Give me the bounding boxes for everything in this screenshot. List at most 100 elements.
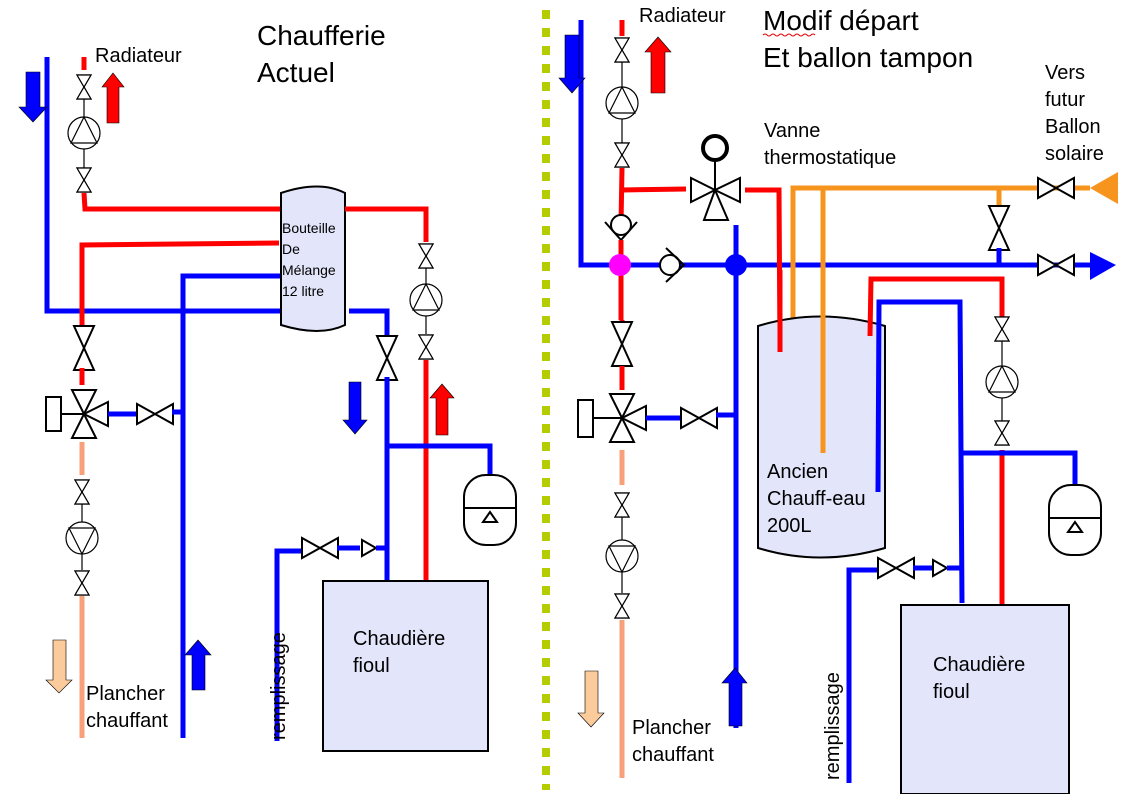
mixing-bottle-label-2: De [282,241,300,257]
right-fill-valve[interactable] [877,557,915,579]
left-radiator-valve-top[interactable] [76,74,92,100]
left-floor-down-arrow [45,639,73,694]
right-check-valve-horizontal [659,247,686,283]
left-three-way-valve[interactable] [45,389,109,439]
right-floor-pump[interactable] [605,539,639,573]
left-radiator-pump[interactable] [67,116,101,150]
left-boiler-label-1: Chaudière [353,628,445,650]
mixing-bottle [280,185,346,332]
right-fill-pipe [846,567,878,783]
left-boiler-up-arrow [429,383,455,436]
right-boiler-hot-pipe [867,276,1005,337]
right-title-line1: Modif départ [763,5,919,36]
solar-bypass-valve[interactable] [988,205,1010,251]
left-radiator-label: Radiateur [95,45,182,67]
solar-label-2: futur [1045,89,1085,111]
left-boiler-pump[interactable] [409,283,443,317]
spellcheck-underline [762,33,816,37]
right-radiator-valve-bottom[interactable] [614,142,630,168]
right-floor-label-2: chauffant [632,744,714,766]
left-boiler-return-valve[interactable] [376,335,398,381]
thermostatic-valve[interactable] [690,134,741,221]
solar-label-4: solaire [1045,143,1104,165]
left-boiler-label-2: fioul [353,655,390,677]
right-floor-down-arrow [577,670,605,728]
left-fill-check-valve [361,538,379,558]
right-modified-diagram: Modif départ Et ballon tampon Radiateur … [558,5,1118,794]
mixing-junction [609,254,631,276]
left-floor-valve-top[interactable] [74,479,90,505]
right-cold-out-arrow [1090,252,1116,280]
left-boiler-hot-pipe [345,206,429,242]
actuator-box [45,396,62,432]
right-floor-valve[interactable] [611,321,633,367]
buffer-tank-label-1: Ancien [767,461,828,483]
left-floor-cold-return-pipe [180,273,280,738]
left-boiler-valve-top[interactable] [418,243,434,269]
right-boiler-label-2: fioul [933,681,970,703]
mixing-bottle-label-1: Bouteille [282,220,336,236]
left-radiator-valve-bottom[interactable] [76,167,92,193]
left-floor-hot-pipe [79,240,280,330]
solar-label-1: Vers [1045,62,1085,84]
thermo-valve-label-2: thermostatique [764,147,896,169]
right-cold-main-pipe [578,20,1090,268]
thermostat-head-icon [701,134,729,162]
left-boiler [322,580,489,752]
right-expansion-pipe [962,450,1078,490]
left-boiler-down-arrow [342,381,368,435]
left-floor-pump[interactable] [65,521,99,555]
right-expansion-tank [1048,484,1102,556]
solar-valve[interactable] [1037,177,1075,199]
right-radiator-pump[interactable] [605,86,639,120]
solar-label-3: Ballon [1045,116,1101,138]
right-boiler-valve-top[interactable] [994,316,1010,342]
right-cold-out-valve[interactable] [1037,254,1075,276]
right-boiler [900,604,1070,794]
right-boiler-cold-pipe [875,299,965,604]
left-cold-down-arrow [18,71,48,123]
left-hot-up-arrow [101,72,125,124]
buffer-tank-label-3: 200L [767,515,812,537]
left-bypass-valve[interactable] [136,403,174,425]
buffer-tank-label-2: Chauff-eau [767,488,866,510]
left-fill-valve[interactable] [301,537,339,559]
left-floor-valve[interactable] [73,325,95,371]
right-cold-down-arrow [558,34,586,94]
left-fill-pipe [274,548,305,741]
left-expansion-tank [463,474,517,546]
left-floor-label-1: Plancher [86,683,165,705]
thermo-valve-label-1: Vanne [764,120,820,142]
right-fill-check-valve [932,558,950,578]
left-title-line2: Actuel [257,57,335,88]
right-floor-valve-bottom[interactable] [614,593,630,619]
right-radiator-valve-top[interactable] [614,37,630,63]
left-fill-label: remplissage [268,632,290,740]
right-hot-up-arrow [644,36,672,94]
mixing-bottle-label-3: Mélange [282,262,336,278]
left-title-line1: Chaufferie [257,20,386,51]
right-check-valve-vertical [604,214,638,242]
right-floor-label-1: Plancher [632,717,711,739]
left-cold-return-pipe [44,57,280,314]
left-current-diagram: Chaufferie Actuel Radiateur Bouteille De… [18,20,517,752]
right-three-way-valve[interactable] [577,393,647,443]
solar-in-arrow [1090,172,1118,204]
left-bottle-hot-out-pipe [81,192,282,212]
right-floor-valve-top[interactable] [614,492,630,518]
left-expansion-pipe [387,443,493,478]
left-boiler-valve-bottom[interactable] [418,334,434,360]
right-fill-label: remplissage [822,672,844,780]
right-boiler-label-1: Chaudière [933,654,1025,676]
left-floor-up-arrow [184,639,212,691]
actuator-box [577,399,594,438]
right-boiler-pump[interactable] [985,365,1019,399]
right-floor-up-arrow [721,667,748,727]
mixing-bottle-label-4: 12 litre [282,283,324,299]
left-floor-valve-bottom[interactable] [74,570,90,596]
left-floor-label-2: chauffant [86,710,168,732]
right-title-line2: Et ballon tampon [763,42,973,73]
right-bypass-valve[interactable] [680,407,718,429]
right-boiler-valve-bottom[interactable] [994,420,1010,446]
